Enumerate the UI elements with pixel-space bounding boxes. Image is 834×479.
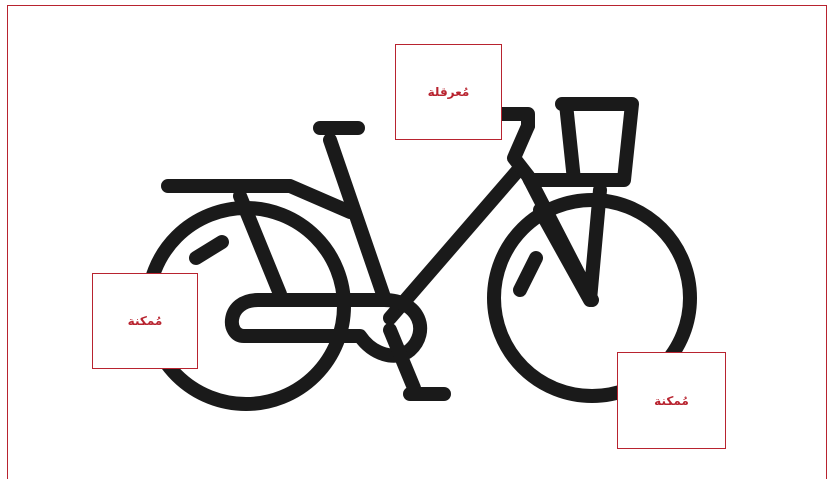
label-box-handlebar: مُعرقلة <box>395 44 502 140</box>
handlebar-label: مُعرقلة <box>428 85 470 99</box>
label-box-front-wheel: مُمكنة <box>617 352 726 449</box>
basket-support <box>566 104 574 180</box>
basket <box>530 104 632 180</box>
rear-wheel-label: مُمكنة <box>128 314 163 328</box>
front-wheel-label: مُمكنة <box>654 394 689 408</box>
front-wheel-highlight <box>520 258 536 290</box>
rear-wheel-highlight <box>196 242 222 258</box>
label-box-rear-wheel: مُمكنة <box>92 273 198 369</box>
handlebar <box>500 114 528 126</box>
